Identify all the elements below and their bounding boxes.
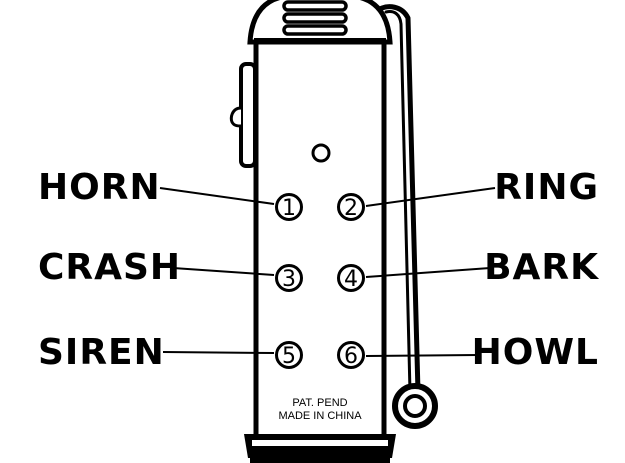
label-crash: CRASH [38,247,182,288]
label-ring: RING [494,167,599,208]
leader-line-howl [365,354,479,357]
sound-button-1[interactable]: 1 [275,193,303,222]
label-howl: HOWL [471,332,599,373]
button-number-1: 1 [282,196,296,221]
belt-clip [375,4,438,429]
button-number-4: 4 [344,267,358,292]
leader-line-ring [365,187,496,207]
device-base [244,434,396,463]
button-number-2: 2 [344,196,358,221]
leader-line-siren [162,351,275,354]
origin-text: MADE IN CHINA [278,410,362,422]
sound-button-3[interactable]: 3 [275,264,303,293]
sound-button-4[interactable]: 4 [337,264,365,293]
leader-line-horn [159,187,275,205]
button-number-5: 5 [282,344,296,369]
leader-line-crash [172,267,275,276]
sound-button-6[interactable]: 6 [337,341,365,370]
speaker-grille [282,0,348,36]
device-body [247,0,393,441]
label-horn: HORN [38,167,161,208]
sound-button-5[interactable]: 5 [275,341,303,370]
indicator-led [311,143,331,163]
label-bark: BARK [484,247,599,288]
button-number-6: 6 [344,344,358,369]
leader-line-bark [365,267,491,278]
sound-button-2[interactable]: 2 [337,193,365,222]
leader-lines [159,187,496,357]
patent-text: PAT. PEND [292,397,347,409]
side-knob [229,62,257,168]
label-siren: SIREN [38,332,165,373]
button-number-3: 3 [282,267,296,292]
